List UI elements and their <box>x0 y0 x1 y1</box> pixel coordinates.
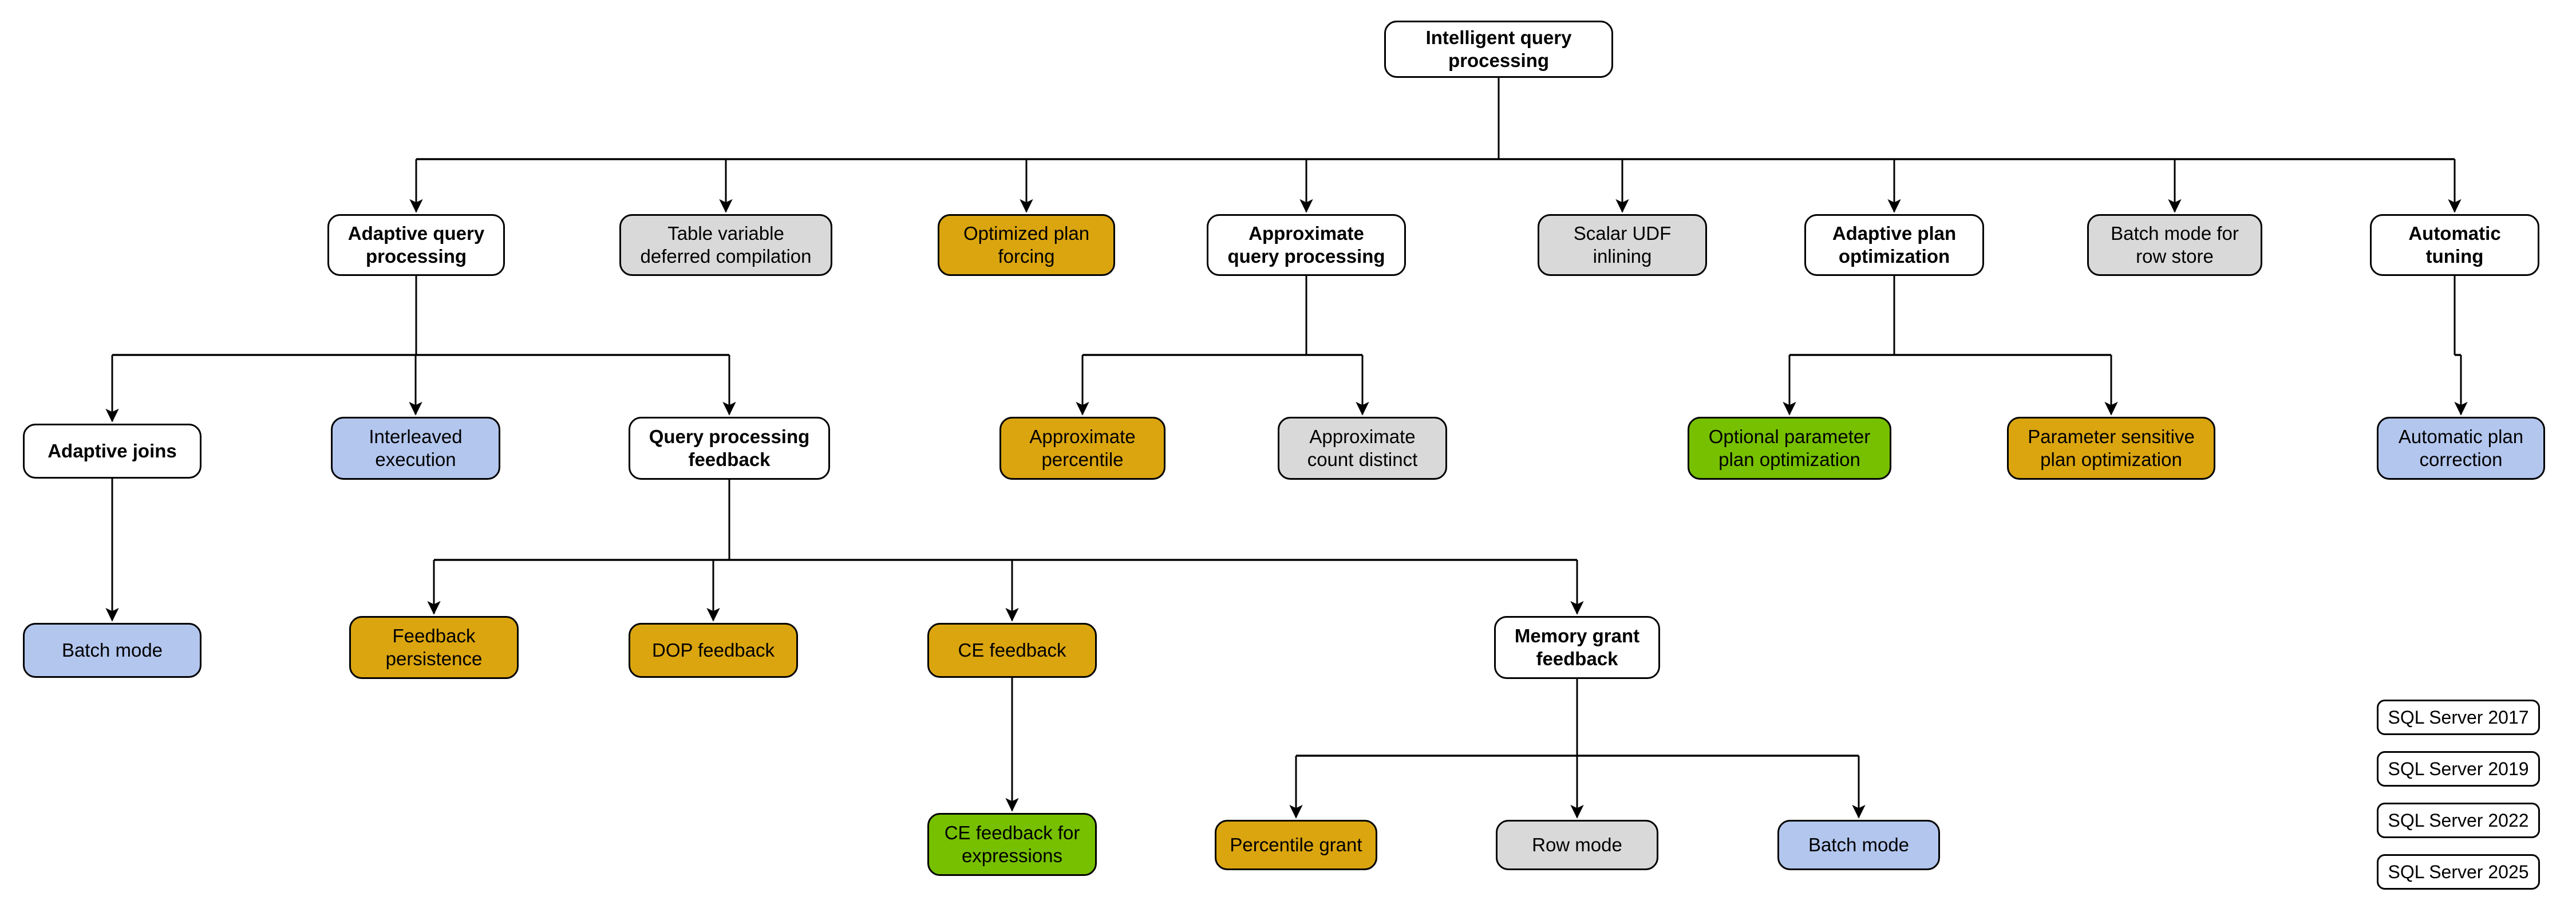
node-ajoins[interactable]: Adaptive joins <box>23 424 202 479</box>
node-mgf[interactable]: Memory grant feedback <box>1494 616 1660 679</box>
node-apq[interactable]: Approximate query processing <box>1207 214 1406 276</box>
node-tvdc[interactable]: Table variable deferred compilation <box>619 214 832 276</box>
node-label: Row mode <box>1532 834 1622 855</box>
node-label: Memory grant feedback <box>1514 625 1640 669</box>
node-label: Automatic tuning <box>2408 222 2501 267</box>
node-interl[interactable]: Interleaved execution <box>331 417 500 480</box>
legend-item-sql2025: SQL Server 2025 <box>2377 854 2540 890</box>
node-label: Batch mode for row store <box>2111 222 2239 267</box>
node-apo[interactable]: Adaptive plan optimization <box>1804 214 1984 276</box>
node-label: Adaptive joins <box>48 440 177 461</box>
node-label: Query processing feedback <box>649 425 810 470</box>
legend-item-label: SQL Server 2025 <box>2388 861 2529 882</box>
node-label: Adaptive query processing <box>347 222 485 267</box>
legend-item-sql2022: SQL Server 2022 <box>2377 803 2540 838</box>
node-label: Percentile grant <box>1230 834 1362 855</box>
node-label: Interleaved execution <box>369 425 463 470</box>
node-qpf[interactable]: Query processing feedback <box>629 417 830 480</box>
node-pspo[interactable]: Parameter sensitive plan optimization <box>2007 417 2215 480</box>
node-label: Approximate count distinct <box>1307 425 1418 470</box>
node-apc[interactable]: Automatic plan correction <box>2377 417 2545 480</box>
node-bm1[interactable]: Batch mode <box>23 623 202 678</box>
node-oppo[interactable]: Optional parameter plan optimization <box>1688 417 1891 480</box>
node-label: DOP feedback <box>651 639 775 661</box>
node-label: Adaptive plan optimization <box>1832 222 1957 267</box>
node-label: Table variable deferred compilation <box>640 222 812 267</box>
node-ce[interactable]: CE feedback <box>927 623 1097 678</box>
node-fbp[interactable]: Feedback persistence <box>349 616 519 679</box>
node-label: Intelligent query processing <box>1425 26 1572 71</box>
node-bmrs[interactable]: Batch mode for row store <box>2087 214 2262 276</box>
node-udf[interactable]: Scalar UDF inlining <box>1538 214 1707 276</box>
node-label: Optional parameter plan optimization <box>1708 425 1871 470</box>
node-label: CE feedback <box>958 639 1066 661</box>
node-label: Batch mode <box>61 639 163 661</box>
node-dop[interactable]: DOP feedback <box>629 623 798 678</box>
node-autotune[interactable]: Automatic tuning <box>2370 214 2539 276</box>
node-aqp[interactable]: Adaptive query processing <box>327 214 505 276</box>
node-label: Approximate percentile <box>1029 425 1136 470</box>
legend-item-sql2019: SQL Server 2019 <box>2377 751 2540 787</box>
node-label: Feedback persistence <box>385 625 483 669</box>
node-bm2[interactable]: Batch mode <box>1777 820 1940 870</box>
legend-item-sql2017: SQL Server 2017 <box>2377 700 2540 735</box>
node-label: Scalar UDF inlining <box>1573 222 1672 267</box>
node-label: Approximate query processing <box>1227 222 1385 267</box>
node-rowmode[interactable]: Row mode <box>1496 820 1658 870</box>
node-label: Batch mode <box>1808 834 1910 855</box>
node-label: Parameter sensitive plan optimization <box>2028 425 2195 470</box>
node-label: Optimized plan forcing <box>963 222 1090 267</box>
node-apct[interactable]: Approximate percentile <box>999 417 1165 480</box>
node-root[interactable]: Intelligent query processing <box>1384 21 1613 78</box>
node-label: Automatic plan correction <box>2398 425 2524 470</box>
node-cefe[interactable]: CE feedback for expressions <box>927 813 1097 876</box>
legend-item-label: SQL Server 2022 <box>2388 810 2529 831</box>
node-label: CE feedback for expressions <box>944 822 1080 866</box>
node-acd[interactable]: Approximate count distinct <box>1278 417 1447 480</box>
node-pgrant[interactable]: Percentile grant <box>1215 820 1377 870</box>
legend-item-label: SQL Server 2019 <box>2388 758 2529 779</box>
node-opf[interactable]: Optimized plan forcing <box>938 214 1115 276</box>
legend-item-label: SQL Server 2017 <box>2388 706 2529 728</box>
